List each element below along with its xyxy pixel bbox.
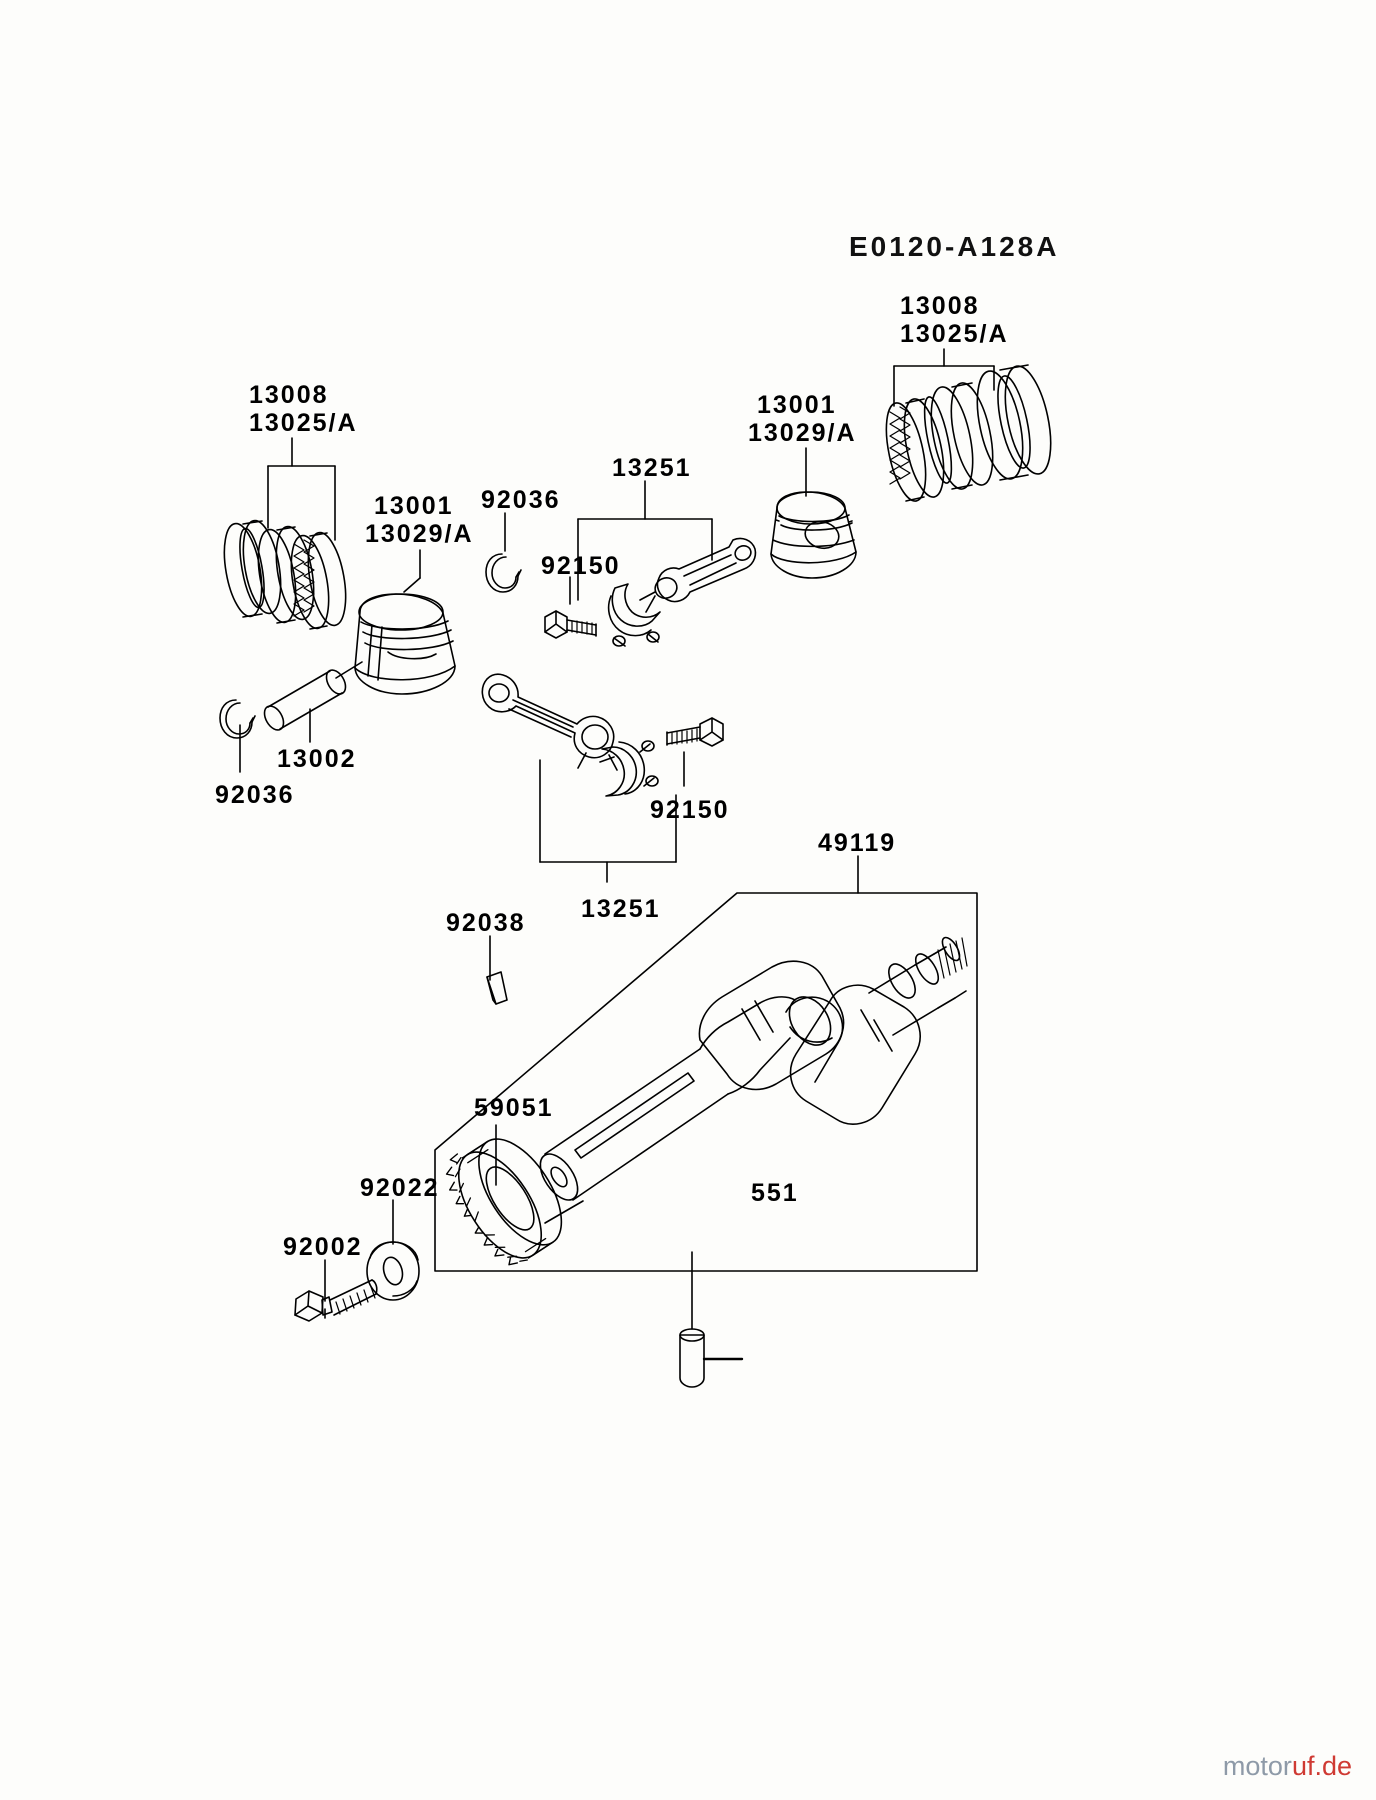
piston-left — [354, 593, 456, 695]
label-13008-left: 13008 — [249, 381, 329, 409]
circlip-left — [219, 699, 256, 739]
label-13001-left: 13001 — [374, 492, 454, 520]
rod-bolt-lower — [666, 717, 724, 787]
label-13008-right: 13008 — [900, 292, 980, 320]
label-13251-lower: 13251 — [581, 895, 661, 923]
crankshaft-group-box — [434, 892, 978, 1272]
watermark-suffix: uf.de — [1291, 1751, 1352, 1781]
label-92002: 92002 — [283, 1233, 363, 1261]
label-13251-upper: 13251 — [612, 454, 692, 482]
label-13001-right: 13001 — [757, 391, 837, 419]
label-92150-lower: 92150 — [650, 796, 730, 824]
label-49119: 49119 — [818, 829, 897, 857]
label-92036-bottom: 92036 — [215, 781, 295, 809]
piston-rings-right — [885, 364, 1052, 502]
leader-rings-left — [267, 437, 336, 541]
label-92150-upper: 92150 — [541, 552, 621, 580]
piston-rings-left — [223, 519, 347, 630]
label-13029A-left: 13029/A — [365, 520, 474, 548]
washer — [366, 1241, 420, 1301]
label-13029A-right: 13029/A — [748, 419, 857, 447]
wrist-pin — [263, 661, 363, 731]
connecting-rod-lower — [481, 673, 618, 771]
leader-13251-lower — [539, 759, 677, 883]
circlip-upper — [485, 553, 522, 593]
rod-cap-lower — [599, 740, 659, 797]
leader-rings-right — [893, 348, 995, 407]
label-13002: 13002 — [277, 745, 357, 773]
dowel-pin-551 — [679, 1251, 744, 1388]
label-92022: 92022 — [360, 1174, 440, 1202]
label-92036-top: 92036 — [481, 486, 561, 514]
crankshaft — [539, 936, 968, 1201]
label-92038: 92038 — [446, 909, 526, 937]
rod-cap-upper — [607, 583, 661, 647]
watermark: motoruf.de — [1223, 1751, 1352, 1782]
leader-13251-upper — [577, 480, 713, 601]
watermark-prefix: motor — [1222, 1751, 1292, 1781]
crank-gear — [445, 1138, 584, 1266]
connecting-rod-upper — [645, 537, 757, 613]
diagram-code: E0120-A128A — [849, 231, 1060, 262]
label-13025A-right: 13025/A — [900, 320, 1009, 348]
piston-right — [770, 491, 857, 579]
flange-bolt — [294, 1279, 378, 1322]
label-551: 551 — [751, 1179, 799, 1207]
label-59051: 59051 — [474, 1094, 554, 1122]
woodruff-key — [486, 971, 508, 1005]
label-13025A-left: 13025/A — [249, 409, 358, 437]
rod-bolt-upper — [544, 576, 597, 639]
leader-piston-left — [403, 549, 421, 593]
